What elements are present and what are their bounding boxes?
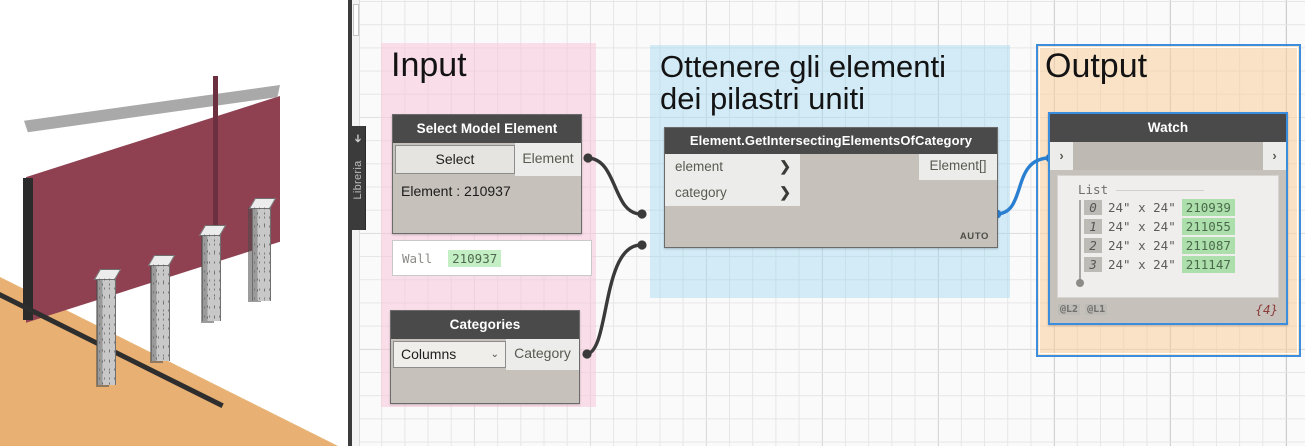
input-port-watch[interactable]: › [1050, 142, 1073, 170]
node-blank-area [665, 206, 997, 230]
node-body: › › List 0 24" x 24" 210939 1 24" x 24" … [1050, 142, 1286, 323]
list-spine [1076, 200, 1084, 287]
input-port-element-label: element [675, 159, 724, 174]
node-body: Columns ⌄ Category [391, 339, 579, 403]
list-item[interactable]: 1 24" x 24" 211055 [1084, 218, 1272, 235]
column-3[interactable] [202, 233, 221, 321]
sidebar-tab-label: Libreria [352, 160, 364, 200]
column-4[interactable] [252, 206, 271, 301]
level-tag-l1[interactable]: @L1 [1085, 304, 1108, 315]
list-item[interactable]: 0 24" x 24" 210939 [1084, 199, 1272, 216]
list-item-index: 0 [1084, 200, 1102, 215]
item-count-badge: {4} [1255, 302, 1278, 317]
node-spacer [800, 180, 997, 206]
list-item[interactable]: 2 24" x 24" 211087 [1084, 237, 1272, 254]
node-body: Select Element Element : 210937 [393, 143, 581, 233]
revit-3d-viewport[interactable] [0, 0, 348, 446]
list-item-id: 211087 [1181, 237, 1235, 254]
output-port-watch[interactable]: › [1263, 142, 1286, 170]
list-item-label: 24" x 24" [1108, 200, 1176, 215]
chevron-right-icon: ❯ [779, 158, 791, 174]
node-categories[interactable]: Categories Columns ⌄ Category [390, 310, 580, 404]
group-middle-title: Ottenere gli elementi dei pilastri uniti [660, 49, 947, 117]
group-input-title: Input [391, 46, 467, 84]
node-title: Categories [391, 311, 579, 339]
node-title: Select Model Element [393, 115, 581, 143]
concrete-texture [98, 277, 115, 385]
input-port-category[interactable]: category ❯ [665, 180, 800, 206]
list-item-index: 1 [1084, 219, 1102, 234]
chevron-right-icon: ❯ [779, 184, 791, 200]
list-item[interactable]: 3 24" x 24" 211147 [1084, 256, 1272, 273]
concrete-texture [152, 263, 169, 361]
list-item-label: 24" x 24" [1108, 238, 1176, 253]
category-dropdown[interactable]: Columns ⌄ [393, 341, 506, 368]
node-spacer [800, 154, 919, 180]
node-port-row-category: category ❯ [665, 180, 997, 206]
output-port-element[interactable]: Element [515, 143, 581, 176]
watch-rows: 0 24" x 24" 210939 1 24" x 24" 211055 2 … [1064, 199, 1272, 273]
node-select-model-element[interactable]: Select Model Element Select Element Elem… [392, 114, 582, 234]
output-port-elements-array[interactable]: Element[] [919, 154, 997, 180]
wall-preview-value: 210937 [448, 249, 502, 267]
wall-right-edge [213, 76, 218, 266]
selected-element-value: Element : 210937 [401, 183, 511, 199]
list-item-label: 24" x 24" [1108, 219, 1176, 234]
input-port-element[interactable]: element ❯ [665, 154, 800, 180]
watch-list-label: List [1064, 182, 1272, 197]
group-output-title: Output [1045, 47, 1148, 85]
input-port-category-label: category [675, 185, 727, 200]
category-dropdown-value: Columns [401, 346, 457, 362]
node-footer [391, 370, 579, 403]
node-body: element ❯ Element[] category ❯ AUTO [665, 154, 997, 247]
auto-badge: AUTO [959, 231, 989, 242]
dynamo-graph-canvas[interactable]: Input Ottenere gli elementi dei pilastri… [360, 0, 1305, 446]
node-wall-preview[interactable]: Wall 210937 [392, 240, 592, 276]
concrete-texture [253, 206, 270, 301]
node-watch[interactable]: Watch › › List 0 24" x 24" 210939 1 24" [1048, 112, 1288, 325]
node-title: Watch [1050, 114, 1286, 142]
watch-list-preview[interactable]: List 0 24" x 24" 210939 1 24" x 24" 2110… [1057, 175, 1279, 298]
watch-footer: @L2 @L1 {4} [1050, 298, 1286, 323]
node-port-row-element: element ❯ Element[] [665, 154, 997, 180]
level-tags: @L2 @L1 [1058, 304, 1108, 315]
node-port-row: Select Element [393, 143, 581, 176]
level-tag-l2[interactable]: @L2 [1058, 304, 1081, 315]
list-item-index: 2 [1084, 238, 1102, 253]
column-2[interactable] [151, 263, 170, 361]
list-item-id: 210939 [1181, 199, 1235, 216]
select-button[interactable]: Select [395, 145, 515, 174]
node-title: Element.GetIntersectingElementsOfCategor… [665, 128, 997, 154]
list-item-label: 24" x 24" [1108, 257, 1176, 272]
node-get-intersecting-elements[interactable]: Element.GetIntersectingElementsOfCategor… [664, 127, 998, 248]
wall-preview-key: Wall [402, 250, 433, 266]
concrete-texture [203, 233, 220, 321]
list-item-id: 211147 [1181, 256, 1235, 273]
node-port-row: › › [1050, 142, 1286, 170]
node-port-row: Columns ⌄ Category [391, 339, 579, 370]
list-item-id: 211055 [1181, 218, 1235, 235]
vertical-scrollbar-thumb[interactable] [353, 4, 359, 36]
column-1[interactable] [97, 277, 116, 385]
list-item-index: 3 [1084, 257, 1102, 272]
chevron-down-icon: ⌄ [490, 348, 499, 360]
output-port-category[interactable]: Category [506, 339, 579, 370]
sidebar-tab-libreria[interactable]: ➔ Libreria [348, 126, 366, 230]
wall-left-edge [23, 178, 33, 320]
